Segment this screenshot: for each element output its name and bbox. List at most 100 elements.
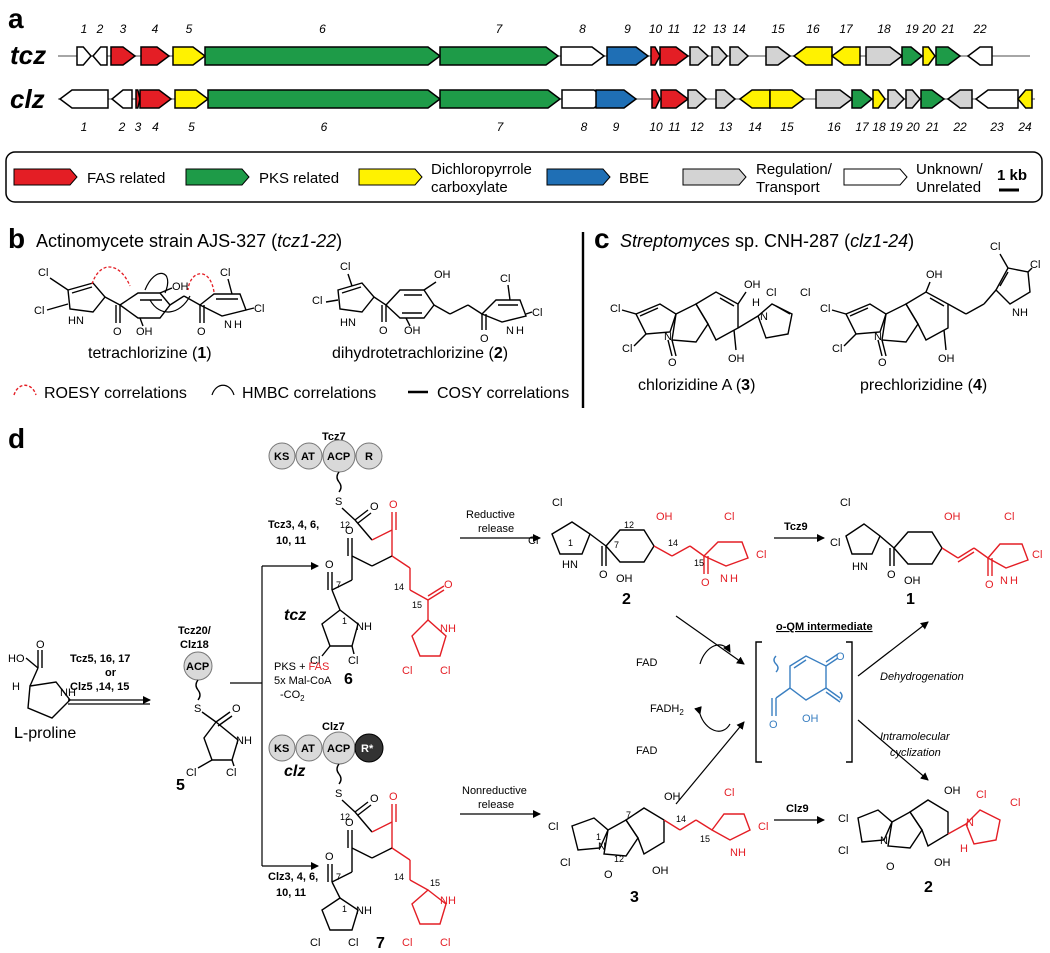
legend-dcp: Dichloropyrrole carboxylate — [358, 161, 532, 196]
svg-text:O: O — [389, 499, 398, 511]
svg-text:Cl: Cl — [830, 537, 840, 549]
tcz-gene-13 — [711, 46, 729, 66]
tcz-gene-number-6: 6 — [319, 22, 326, 36]
clz-gene-number-2: 2 — [118, 120, 126, 134]
tcz-gene-number-5: 5 — [186, 22, 193, 36]
svg-text:R: R — [365, 451, 373, 463]
svg-text:OH: OH — [652, 865, 669, 877]
svg-text:Cl: Cl — [820, 303, 830, 315]
svg-text:O: O — [480, 333, 489, 345]
svg-text:N: N — [874, 331, 882, 343]
tcz-gene-number-7: 7 — [496, 22, 504, 36]
svg-text:Cl: Cl — [34, 305, 44, 317]
legend-box — [5, 151, 1043, 203]
svg-text:Cl: Cl — [1010, 797, 1020, 809]
tcz-gene-number-10: 10 — [649, 22, 663, 36]
svg-text:N: N — [860, 561, 868, 573]
svg-text:S: S — [194, 703, 201, 715]
clz-gene-22 — [946, 89, 973, 109]
legend-pks-label: PKS related — [259, 170, 339, 187]
svg-text:N: N — [224, 319, 232, 331]
structure-oqm-intermediate: O O OH — [755, 641, 853, 763]
svg-text:O: O — [668, 357, 677, 369]
svg-text:O: O — [345, 817, 354, 829]
svg-text:Cl: Cl — [402, 665, 412, 677]
oqm-label: o-QM intermediate — [776, 621, 873, 633]
clz-gene-13 — [715, 89, 737, 109]
svg-text:Cl: Cl — [38, 267, 48, 279]
svg-text:Cl: Cl — [990, 241, 1000, 253]
svg-text:H: H — [234, 319, 242, 331]
tcz-gene-21 — [935, 46, 962, 66]
compound-1-label: tetrachlorizine (1) — [88, 345, 212, 362]
tcz-gene-22 — [966, 46, 993, 66]
svg-text:Cl: Cl — [758, 821, 768, 833]
clz-gene-7 — [439, 89, 562, 109]
svg-text:Cl: Cl — [500, 273, 510, 285]
tcz-gene-3 — [110, 46, 137, 66]
tcz-gene-1 — [76, 46, 92, 66]
panel-label-b: b — [8, 223, 25, 254]
svg-text:N: N — [664, 331, 672, 343]
svg-text:H: H — [68, 315, 76, 327]
legend-unk: Unknown/ Unrelated — [843, 161, 984, 196]
clz-gene-number-23: 23 — [989, 120, 1004, 134]
svg-text:H: H — [1010, 575, 1018, 587]
structure-compound-5: ACP S O NH Cl Cl — [183, 651, 252, 779]
svg-text:14: 14 — [394, 582, 404, 592]
dehydrogenation-label: Dehydrogenation — [880, 671, 964, 683]
svg-text:Cl: Cl — [838, 813, 848, 825]
tcz-gene-number-12: 12 — [692, 22, 706, 36]
svg-text:Cl: Cl — [766, 287, 776, 299]
clz-gene-number-18: 18 — [872, 120, 886, 134]
clz-gene-number-7: 7 — [497, 120, 505, 134]
svg-text:12: 12 — [340, 812, 350, 822]
clz-gene-number-4: 4 — [152, 120, 159, 134]
svg-text:Cl: Cl — [1032, 549, 1042, 561]
svg-text:O: O — [325, 559, 334, 571]
clz-gene-16 — [815, 89, 854, 109]
svg-text:7: 7 — [626, 810, 631, 820]
clz-gene-number-3: 3 — [135, 120, 142, 134]
clz-gene-number-22: 22 — [952, 120, 967, 134]
tcz-gene-number-19: 19 — [905, 22, 919, 36]
svg-text:14: 14 — [676, 814, 686, 824]
svg-text:14: 14 — [394, 872, 404, 882]
svg-text:OH: OH — [404, 325, 421, 337]
svg-text:H: H — [340, 317, 348, 329]
tcz-gene-number-18: 18 — [877, 22, 891, 36]
svg-text:NH: NH — [1012, 307, 1028, 319]
legend-unk-label-2: Unrelated — [916, 179, 981, 196]
clz-gene-number-20: 20 — [905, 120, 920, 134]
pks-line-1: PKS + FAS — [274, 661, 329, 673]
svg-text:H: H — [12, 681, 20, 693]
svg-text:Cl: Cl — [976, 789, 986, 801]
tcz-gene-8 — [560, 46, 606, 66]
svg-text:O: O — [379, 325, 388, 337]
svg-text:OH: OH — [904, 575, 921, 587]
svg-text:H: H — [752, 297, 760, 309]
hmbc-label: HMBC correlations — [242, 385, 376, 402]
svg-text:OH: OH — [136, 326, 153, 338]
tcz-gene-18 — [865, 46, 904, 66]
svg-text:HO: HO — [8, 653, 25, 665]
clz-gene-14 — [738, 89, 771, 109]
clz-gene-21 — [920, 89, 946, 109]
clz-gene-number-8: 8 — [581, 120, 588, 134]
tcz7-domains: KS AT ACP R — [268, 439, 383, 473]
svg-text:Cl: Cl — [610, 303, 620, 315]
svg-text:O: O — [604, 869, 613, 881]
clz-gene-2 — [110, 89, 133, 109]
svg-text:15: 15 — [412, 600, 422, 610]
compound-6-label: 6 — [344, 671, 353, 688]
svg-text:NH: NH — [356, 905, 372, 917]
svg-text:O: O — [370, 501, 379, 513]
tcz-gene-number-21: 21 — [940, 22, 954, 36]
svg-text:AT: AT — [301, 451, 315, 463]
legend-bbe-label: BBE — [619, 170, 649, 187]
tcz-gene-number-20: 20 — [921, 22, 936, 36]
